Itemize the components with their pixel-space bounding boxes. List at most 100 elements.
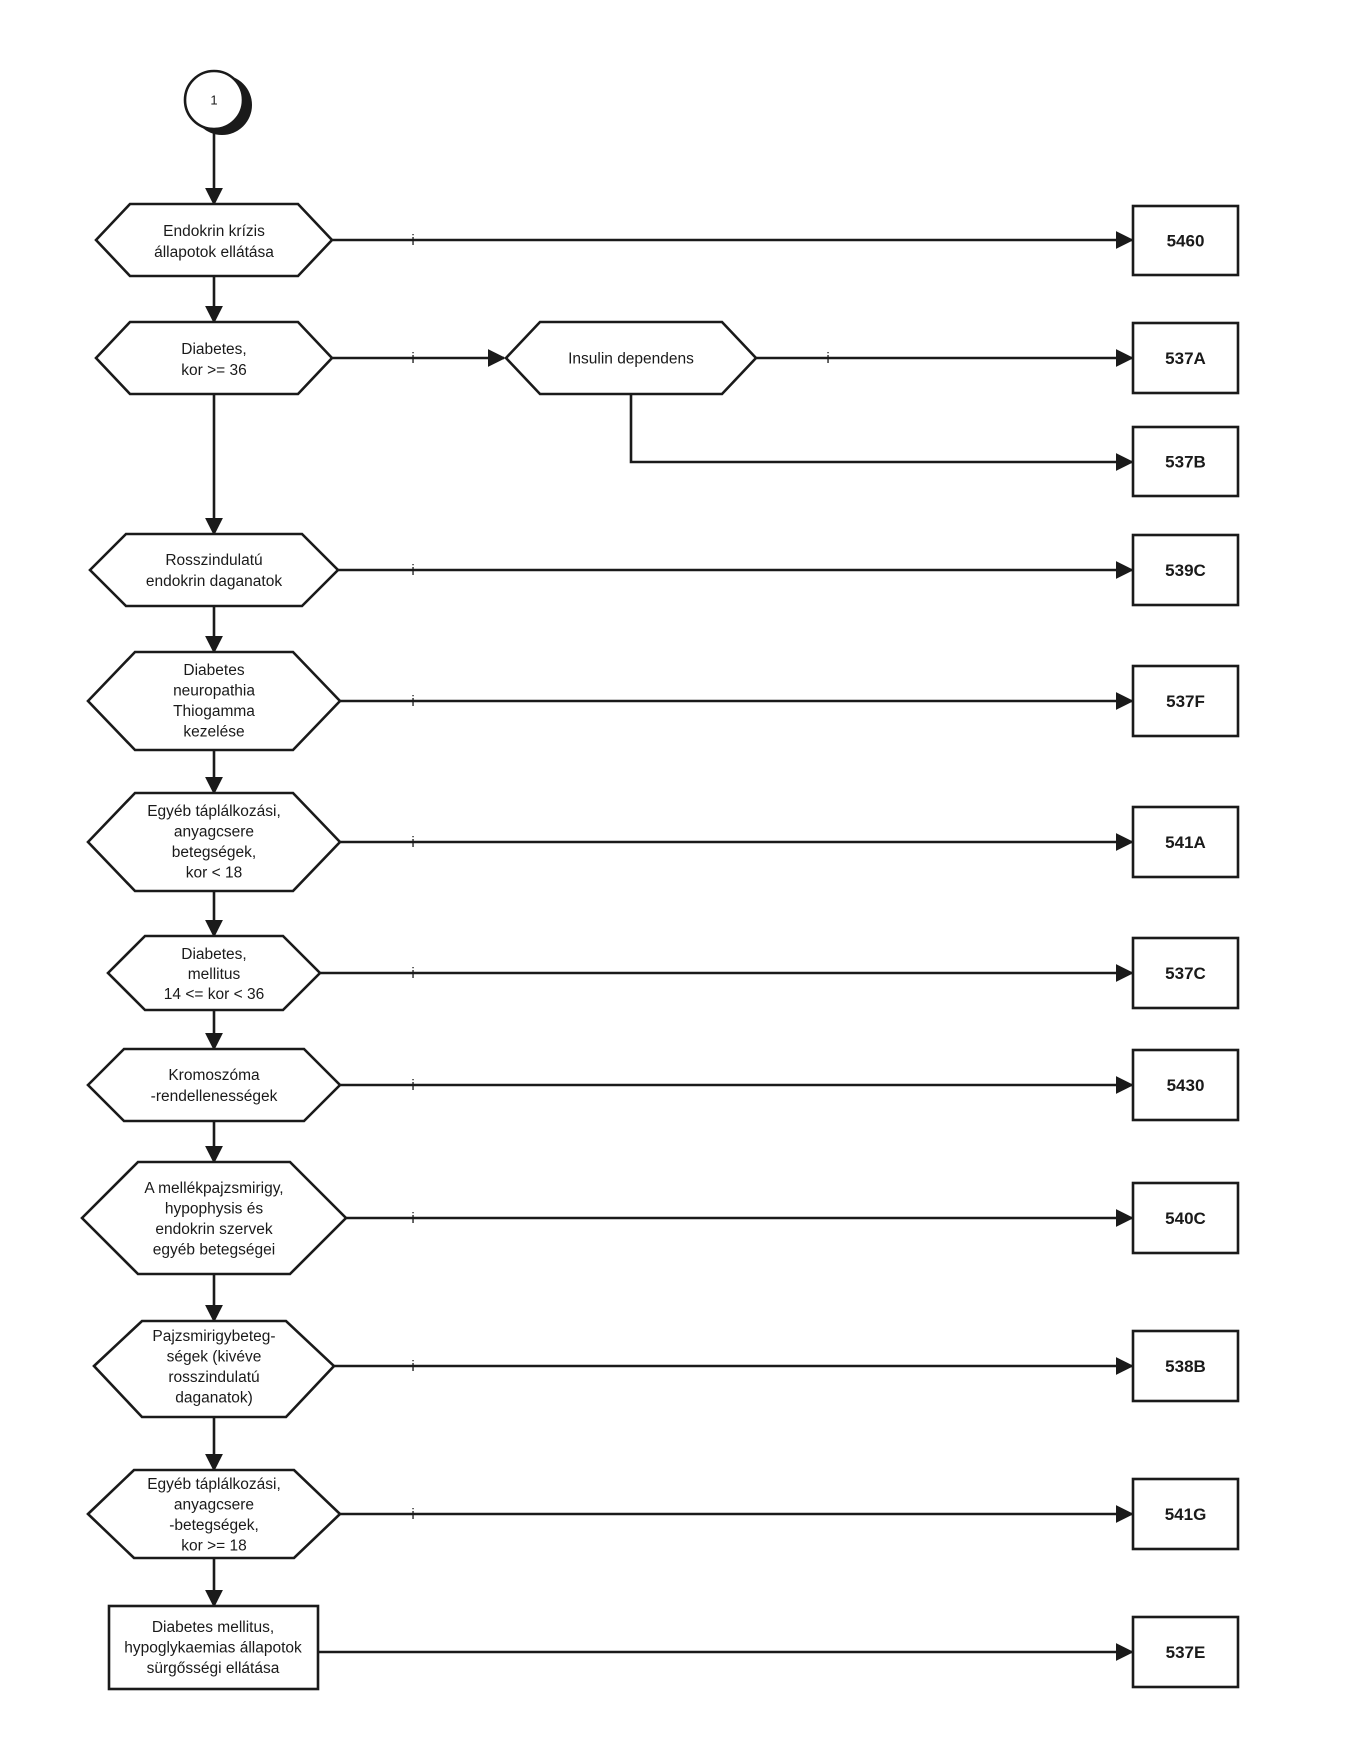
d8-line-2: hypophysis és [165, 1201, 263, 1218]
svg-text:Diabetes,kor >= 36: Diabetes, kor >= 36 [181, 341, 247, 379]
d2-line-1: Diabetes, [181, 341, 246, 358]
d5-line-4: kor < 18 [186, 865, 242, 882]
d6-line-2: mellitus [188, 966, 241, 983]
outcome-box: 537A [1131, 321, 1240, 395]
d1-line-1: Endokrin krízis [163, 223, 265, 240]
outcome-code: 538B [1165, 1357, 1206, 1376]
yes-mark-d10: i [411, 1506, 414, 1523]
outcome-code: 537C [1165, 964, 1206, 983]
svg-text:Diabetes mellitus,hypoglykaemi: Diabetes mellitus, hypoglykaemias állapot… [124, 1619, 302, 1677]
yes-mark-d6: i [411, 965, 414, 982]
d9-line-3: rosszindulatú [168, 1369, 259, 1386]
svg-text:Insulin dependens: Insulin dependens [568, 351, 694, 368]
d5-line-3: betegségek, [172, 844, 256, 861]
outcome-box: 538B [1131, 1329, 1240, 1403]
d6-line-3: 14 <= kor < 36 [164, 986, 264, 1003]
outcome-code: 537B [1165, 453, 1206, 472]
d7-line-1: Kromoszóma [168, 1067, 260, 1084]
yes-mark-d5: i [411, 834, 414, 851]
yes-mark-d1: i [411, 232, 414, 249]
outcome-box: 537F [1131, 664, 1240, 738]
d3-line-2: endokrin daganatok [146, 573, 282, 590]
final-line-3: sürgősségi ellátása [147, 1660, 280, 1677]
decision-d3: Rosszindulatú endokrin daganatok [88, 532, 340, 608]
d7-line-2: -rendellenességek [151, 1088, 278, 1105]
d9-line-1: Pajzsmirigybeteg- [152, 1328, 275, 1345]
d4-line-2: neuropathia [173, 683, 255, 700]
d8-line-1: A mellékpajzsmirigy, [144, 1180, 283, 1197]
d9-line-4: daganatok) [175, 1390, 253, 1407]
outcome-code: 537F [1166, 692, 1205, 711]
outcome-box: 541G [1131, 1477, 1240, 1551]
d8-line-4: egyéb betegségei [153, 1242, 275, 1259]
outcome-box: 537E [1131, 1615, 1240, 1689]
svg-text:Kromoszóma-rendellenességek: Kromoszóma -rendellenességek [151, 1067, 278, 1105]
outcome-box: 5460 [1131, 204, 1240, 277]
yes-mark-d8: i [411, 1210, 414, 1227]
final-process: Diabetes mellitus, hypoglykaemias állapot… [107, 1604, 320, 1691]
start-label: 1 [210, 93, 217, 108]
outcome-boxes: 5460 537A 537B 539C 537F 541A 537C 5430 [1131, 204, 1240, 1689]
outcome-box: 537C [1131, 936, 1240, 1010]
yes-mark-d3: i [411, 562, 414, 579]
d10-line-4: kor >= 18 [181, 1538, 247, 1555]
d10-line-2: anyagcsere [174, 1497, 254, 1514]
d4-line-3: Thiogamma [173, 703, 255, 720]
svg-text:Egyéb táplálkozási,anyagcsere-: Egyéb táplálkozási, anyagcsere -betegségek… [147, 1476, 281, 1555]
outcome-code: 5430 [1167, 1076, 1205, 1095]
d4-line-1: Diabetes [183, 662, 244, 679]
outcome-box: 541A [1131, 805, 1240, 879]
outcome-code: 541G [1165, 1505, 1207, 1524]
final-line-1: Diabetes mellitus, [152, 1619, 274, 1636]
start-connector: 1 [183, 69, 252, 135]
yes-marks: i i i i i i i i i i i [411, 232, 829, 1523]
yes-mark-d4: i [411, 693, 414, 710]
decision-d7: Kromoszóma -rendellenességek [86, 1047, 342, 1123]
decision-d2b: Insulin dependens [504, 320, 758, 396]
outcome-code: 5460 [1167, 232, 1205, 251]
decision-d10: Egyéb táplálkozási, anyagcsere -betegségek… [86, 1468, 342, 1560]
d10-line-1: Egyéb táplálkozási, [147, 1476, 281, 1493]
d2b-line-1: Insulin dependens [568, 351, 694, 368]
branch-lines [318, 231, 1134, 1661]
d8-line-3: endokrin szervek [155, 1221, 272, 1238]
d5-line-2: anyagcsere [174, 824, 254, 841]
svg-text:A mellékpajzsmirigy,hypophysis: A mellékpajzsmirigy, hypophysis és endokri… [144, 1180, 283, 1259]
decision-d6: Diabetes, mellitus 14 <= kor < 36 [106, 934, 322, 1012]
decision-d8: A mellékpajzsmirigy, hypophysis és endokri… [80, 1160, 348, 1276]
d3-line-1: Rosszindulatú [165, 552, 262, 569]
branch-d2b-else [629, 394, 1134, 471]
outcome-code: 537E [1166, 1643, 1206, 1662]
outcome-box: 539C [1131, 533, 1240, 607]
decision-d5: Egyéb táplálkozási, anyagcsere betegségek,… [86, 791, 342, 893]
d10-line-3: -betegségek, [169, 1517, 259, 1534]
outcome-box: 5430 [1131, 1048, 1240, 1122]
yes-mark-d2b: i [826, 350, 829, 367]
d2-line-2: kor >= 36 [181, 362, 247, 379]
decision-d1: Endokrin krízis állapotok ellátása [94, 202, 334, 278]
yes-mark-d7: i [411, 1077, 414, 1094]
d4-line-4: kezelése [183, 724, 244, 741]
outcome-code: 537A [1165, 349, 1206, 368]
d6-line-1: Diabetes, [181, 946, 246, 963]
yes-mark-d2: i [411, 350, 414, 367]
d1-line-2: állapotok ellátása [154, 244, 274, 261]
final-line-2: hypoglykaemias állapotok [124, 1640, 302, 1657]
outcome-code: 541A [1165, 833, 1206, 852]
decision-d9: Pajzsmirigybeteg-ségek (kivéve rosszindul… [92, 1319, 336, 1419]
outcome-code: 540C [1165, 1209, 1206, 1228]
yes-mark-d9: i [411, 1358, 414, 1375]
outcome-code: 539C [1165, 561, 1206, 580]
d9-line-2: ségek (kivéve [167, 1349, 262, 1366]
outcome-box: 537B [1131, 425, 1240, 498]
outcome-box: 540C [1131, 1181, 1240, 1255]
svg-text:Pajzsmirigybeteg-ségek (kivéve: Pajzsmirigybeteg-ségek (kivéve rosszindul… [152, 1328, 275, 1407]
d5-line-1: Egyéb táplálkozási, [147, 803, 281, 820]
